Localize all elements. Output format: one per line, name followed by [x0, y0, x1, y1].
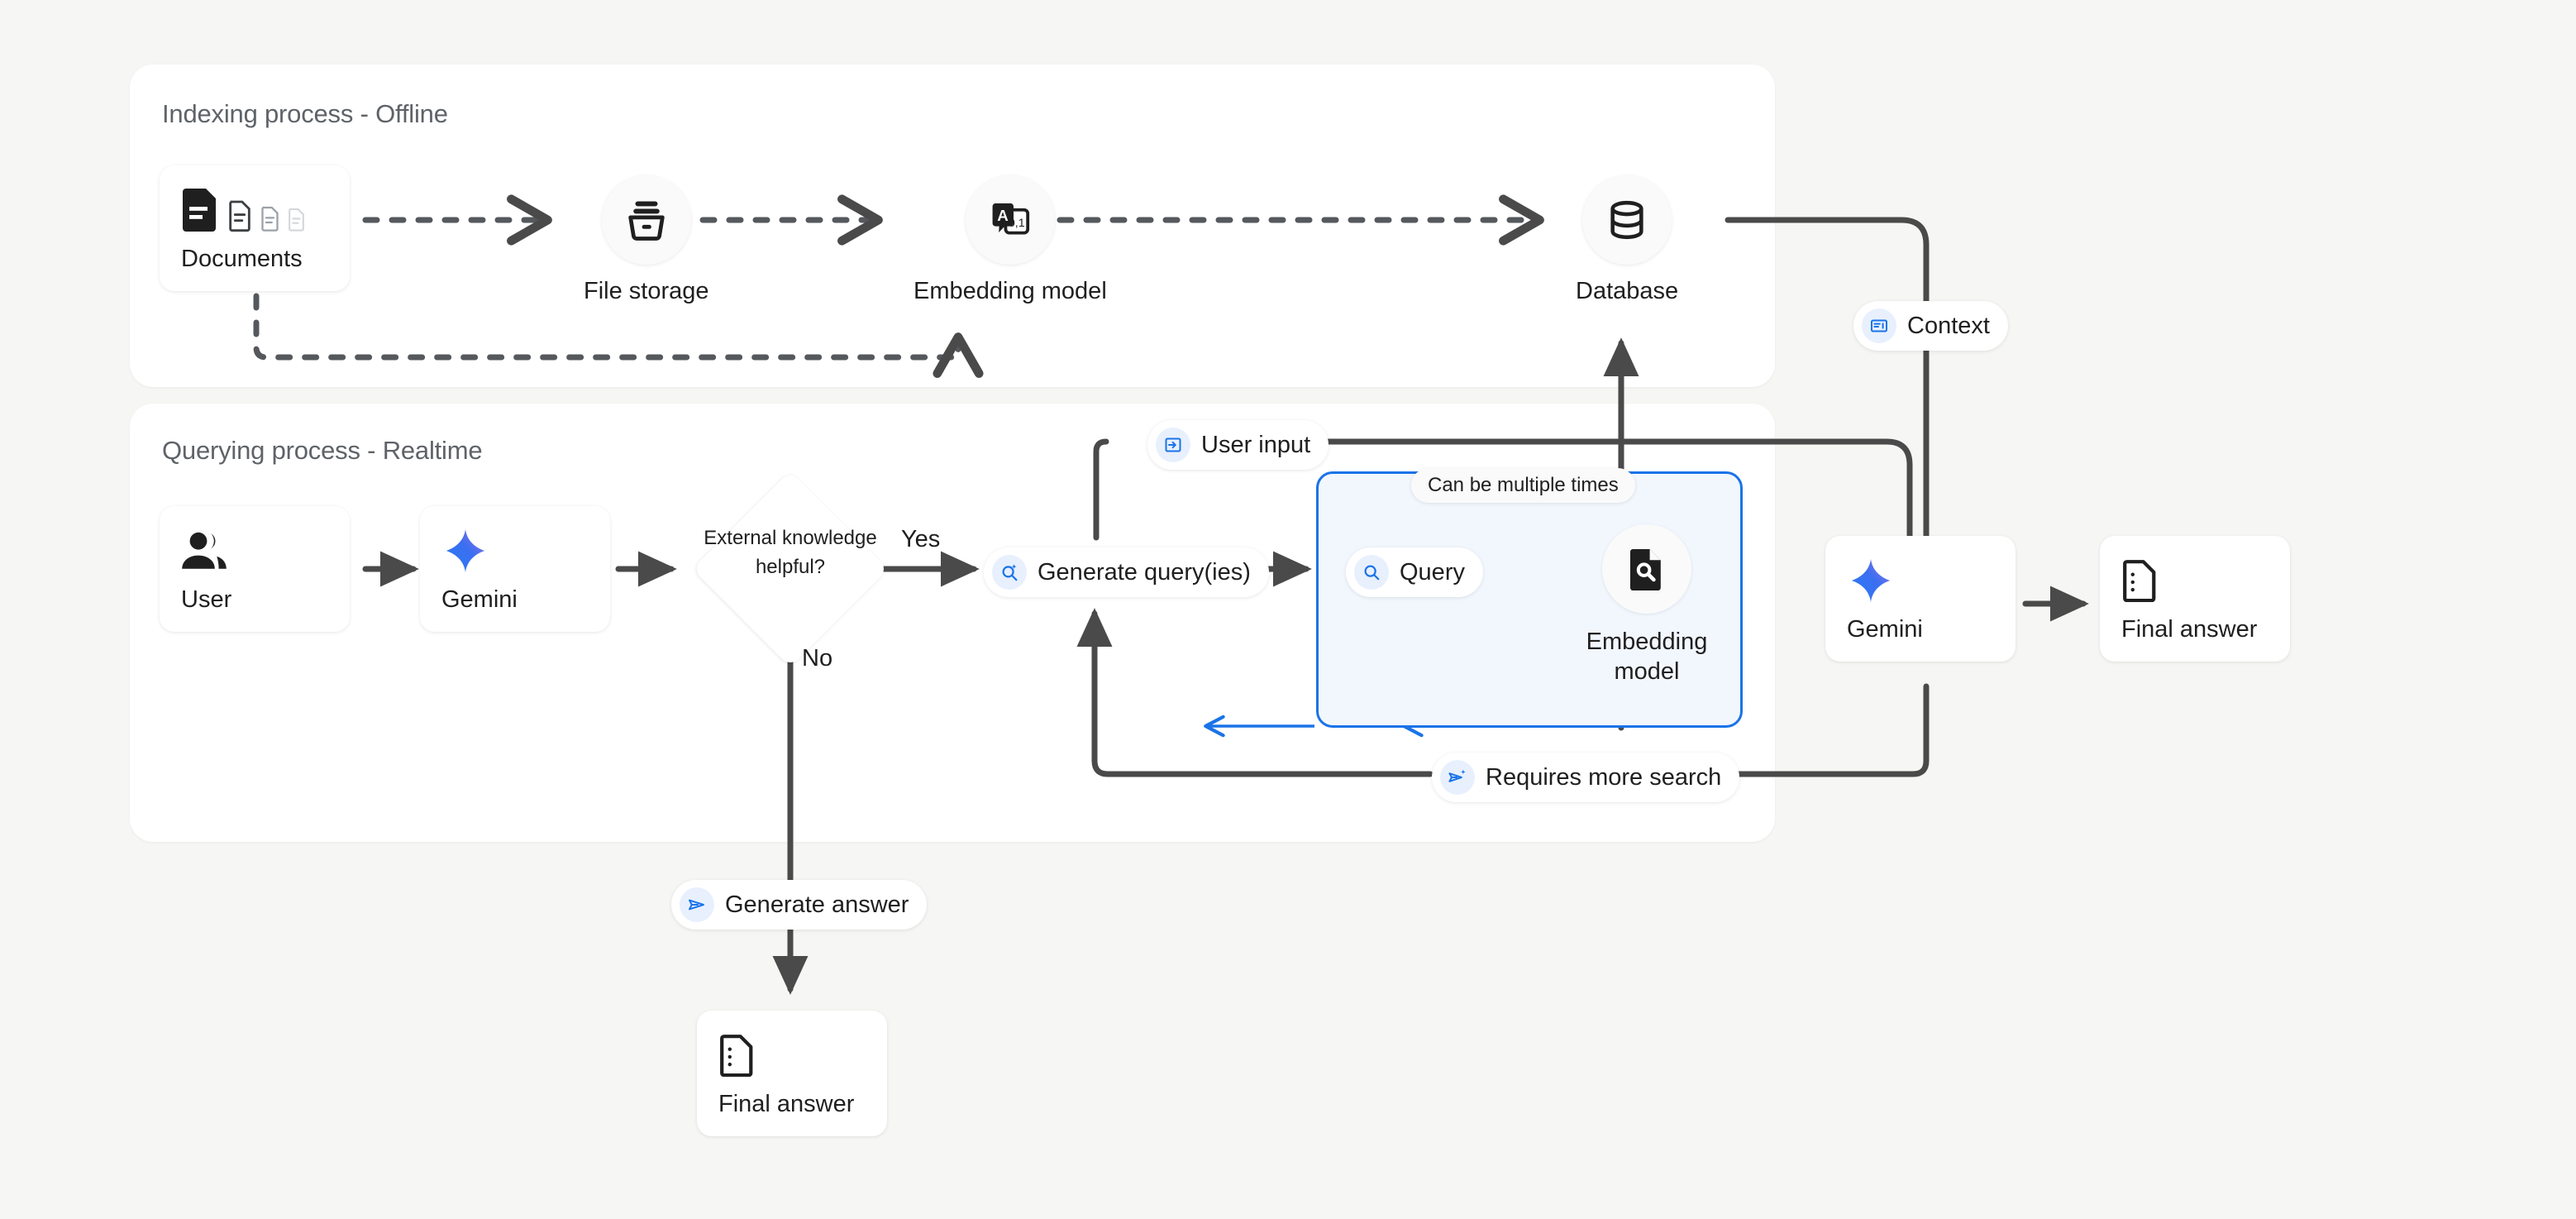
gemini-sparkle-icon: [441, 525, 610, 576]
edge-label-no: No: [802, 645, 833, 672]
document-search-icon: [1602, 524, 1691, 614]
panel-indexing-title: Indexing process - Offline: [162, 99, 448, 128]
pill-generate-answer[interactable]: Generate answer: [671, 880, 928, 930]
query-label: Query: [1400, 558, 1465, 586]
node-file-storage[interactable]: File storage: [584, 175, 709, 305]
generate-queries-label: Generate query(ies): [1038, 558, 1251, 586]
node-embedding-model-query[interactable]: Embedding model: [1577, 524, 1717, 687]
embedding-model-label: Embedding model: [914, 278, 1107, 304]
gemini-left-label: Gemini: [441, 586, 518, 613]
pill-requires-more-search[interactable]: Requires more search: [1432, 753, 1740, 802]
gemini-right-label: Gemini: [1847, 615, 1923, 643]
svg-text:A: A: [997, 207, 1009, 224]
node-database[interactable]: Database: [1576, 175, 1678, 305]
generate-answer-label: Generate answer: [725, 891, 909, 918]
pill-query[interactable]: Query: [1346, 547, 1483, 597]
edge-label-yes: Yes: [901, 526, 941, 552]
node-embedding-model-index[interactable]: 0,1 A Embedding model: [914, 175, 1107, 305]
card-gemini-right[interactable]: Gemini: [1825, 536, 2015, 662]
send-sparkle-icon: [1440, 760, 1475, 795]
database-icon: [1582, 175, 1672, 265]
file-storage-icon: [601, 175, 691, 265]
decision-label: External knowledge helpful?: [704, 527, 877, 578]
final-answer-doc-icon: [2121, 555, 2290, 606]
embedding-model-query-label: Embedding model: [1586, 629, 1708, 686]
pill-can-be-multiple-times: Can be multiple times: [1411, 468, 1635, 503]
user-input-label: User input: [1201, 431, 1311, 458]
final-answer-bottom-label: Final answer: [718, 1090, 855, 1117]
card-user[interactable]: User: [160, 506, 350, 632]
pill-user-input[interactable]: User input: [1147, 420, 1329, 470]
card-final-answer-right[interactable]: Final answer: [2100, 536, 2290, 662]
database-label: Database: [1576, 278, 1679, 304]
loop-note-label: Can be multiple times: [1428, 474, 1619, 496]
file-storage-label: File storage: [584, 278, 709, 304]
user-label: User: [181, 586, 232, 613]
send-icon: [680, 887, 714, 922]
card-documents[interactable]: Documents: [160, 165, 350, 291]
requires-more-search-label: Requires more search: [1486, 763, 1722, 791]
context-panel-icon: [1862, 308, 1896, 343]
user-group-icon: [181, 525, 350, 576]
embedding-model-icon: 0,1 A: [965, 175, 1055, 265]
card-final-answer-bottom[interactable]: Final answer: [697, 1011, 887, 1136]
documents-icon: [181, 184, 350, 236]
context-label: Context: [1907, 312, 1990, 339]
search-sparkle-icon: [992, 555, 1027, 590]
pill-generate-queries[interactable]: Generate query(ies): [984, 547, 1269, 597]
login-arrow-icon: [1156, 428, 1190, 462]
card-gemini-left[interactable]: Gemini: [420, 506, 610, 632]
final-answer-doc-icon: [718, 1030, 887, 1081]
final-answer-right-label: Final answer: [2121, 615, 2258, 643]
pill-context[interactable]: Context: [1853, 301, 2008, 351]
gemini-sparkle-icon: [1847, 555, 2015, 606]
panel-querying-title: Querying process - Realtime: [162, 436, 483, 465]
documents-label: Documents: [181, 245, 303, 272]
search-icon: [1354, 555, 1389, 590]
